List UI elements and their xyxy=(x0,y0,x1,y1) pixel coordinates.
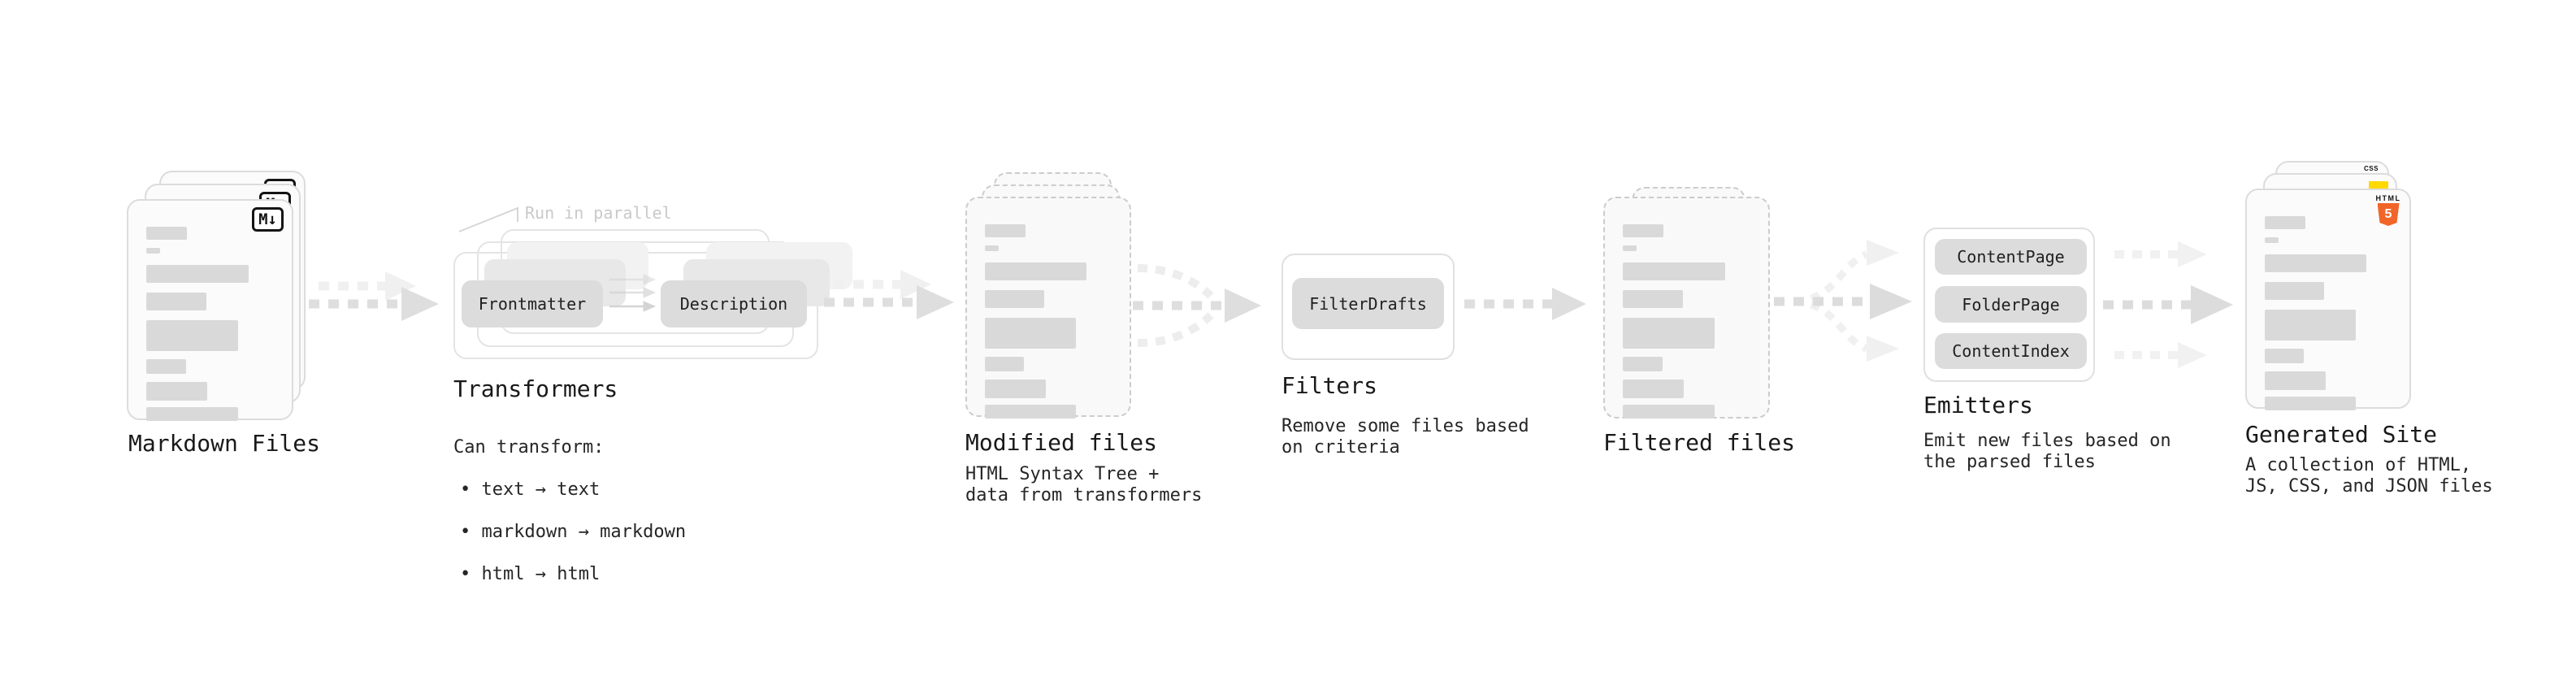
text-line-bar xyxy=(1623,224,1664,237)
text-line-bar xyxy=(146,227,188,240)
text-line-bar xyxy=(146,320,239,351)
text-line-bar xyxy=(1623,262,1725,280)
doc-content-bars xyxy=(985,224,1112,419)
doc-content-bars xyxy=(2265,216,2392,410)
text-line-bar xyxy=(146,359,186,374)
doc-content-bars xyxy=(1623,224,1750,419)
frontmatter-chip: Frontmatter xyxy=(462,280,603,327)
text-line-bar xyxy=(146,248,161,254)
note-callout-line xyxy=(458,206,518,232)
html-file-card: HTML 5 xyxy=(2245,189,2411,410)
stage-label-emitters: Emitters xyxy=(1923,392,2033,419)
text-line-bar xyxy=(985,380,1046,398)
text-line-bar xyxy=(985,318,1077,349)
html5-logo-shield: 5 xyxy=(2377,203,2400,226)
markdown-file-card-front: M↓ xyxy=(127,199,293,421)
run-in-parallel-note: Run in parallel xyxy=(525,203,672,223)
arrow-files-to-transformers xyxy=(309,271,439,321)
generated-site-description: A collection of HTML, JS, CSS, and JSON … xyxy=(2245,455,2493,497)
text-line-bar xyxy=(985,357,1025,371)
filtered-files-stack xyxy=(1603,187,1782,419)
text-line-bar xyxy=(985,405,1077,419)
generated-site-stack: CSS HTML 5 xyxy=(2245,161,2420,410)
stage-label-filters: Filters xyxy=(1281,372,1378,399)
markdown-icon: M↓ xyxy=(252,207,284,232)
text-line-bar xyxy=(2265,349,2305,363)
arrow-filtered-to-emitters xyxy=(1774,240,1912,362)
content-page-chip: ContentPage xyxy=(1935,239,2087,275)
stage-label-generated-site: Generated Site xyxy=(2245,421,2438,448)
content-index-chip: ContentIndex xyxy=(1935,333,2087,369)
html5-icon: HTML 5 xyxy=(2374,194,2403,226)
text-line-bar xyxy=(2265,371,2326,390)
text-line-bar xyxy=(1623,318,1715,349)
filtered-file-card-front xyxy=(1603,197,1770,419)
text-line-bar xyxy=(1623,290,1683,308)
stage-label-modified-files: Modified files xyxy=(965,429,1158,456)
filter-drafts-chip: FilterDrafts xyxy=(1292,278,1444,329)
text-line-bar xyxy=(985,224,1026,237)
folder-page-chip: FolderPage xyxy=(1935,286,2087,323)
text-line-bar xyxy=(2265,310,2357,340)
parallel-flow-arrows-icon xyxy=(609,274,657,312)
text-line-bar xyxy=(146,382,208,401)
emitters-description: Emit new files based on the parsed files xyxy=(1923,431,2171,472)
markdown-files-stack: M↓ M↓ M↓ xyxy=(127,171,326,423)
text-line-bar xyxy=(985,290,1045,308)
stage-label-filtered-files: Filtered files xyxy=(1603,429,1796,456)
js-file-icon xyxy=(2369,181,2388,190)
transformers-desc-title: Can transform: xyxy=(453,437,605,458)
text-line-bar xyxy=(2265,254,2366,272)
text-line-bar xyxy=(985,262,1086,280)
html5-logo-text: HTML xyxy=(2375,194,2401,202)
text-line-bar xyxy=(2265,237,2279,243)
text-line-bar xyxy=(146,265,249,283)
text-line-bar xyxy=(1623,245,1637,251)
arrow-emitters-to-site xyxy=(2103,241,2233,368)
stage-label-transformers: Transformers xyxy=(453,375,618,402)
css-badge-label: CSS xyxy=(2364,165,2379,172)
modified-files-stack xyxy=(965,172,1144,420)
description-chip: Description xyxy=(661,280,807,327)
text-line-bar xyxy=(146,407,239,421)
arrow-transformers-to-modified xyxy=(824,270,954,319)
filters-panel: FilterDrafts xyxy=(1281,254,1455,360)
transformers-bullet: • html → html xyxy=(460,564,601,584)
text-line-bar xyxy=(1623,357,1663,371)
text-line-bar xyxy=(1623,405,1715,419)
stage-label-markdown-files: Markdown Files xyxy=(128,430,321,457)
doc-content-bars xyxy=(146,227,274,421)
text-line-bar xyxy=(2265,282,2325,300)
modified-files-description: HTML Syntax Tree + data from transformer… xyxy=(965,464,1203,505)
emitters-panel: ContentPage FolderPage ContentIndex xyxy=(1923,228,2095,382)
modified-file-card-front xyxy=(965,197,1131,419)
text-line-bar xyxy=(2265,397,2357,410)
text-line-bar xyxy=(985,245,1000,251)
transformers-description: Can transform: • text → text • markdown … xyxy=(453,416,686,606)
filters-description: Remove some files based on criteria xyxy=(1281,416,1529,458)
arrow-filters-to-filtered xyxy=(1464,288,1586,320)
arrow-modified-to-filters xyxy=(1133,264,1261,347)
text-line-bar xyxy=(146,293,206,310)
transformers-bullet: • markdown → markdown xyxy=(460,522,687,542)
transformers-bullet: • text → text xyxy=(460,479,601,500)
text-line-bar xyxy=(2265,216,2305,229)
transformers-stack: Frontmatter Description Run in parallel xyxy=(453,203,852,363)
text-line-bar xyxy=(1623,380,1685,398)
